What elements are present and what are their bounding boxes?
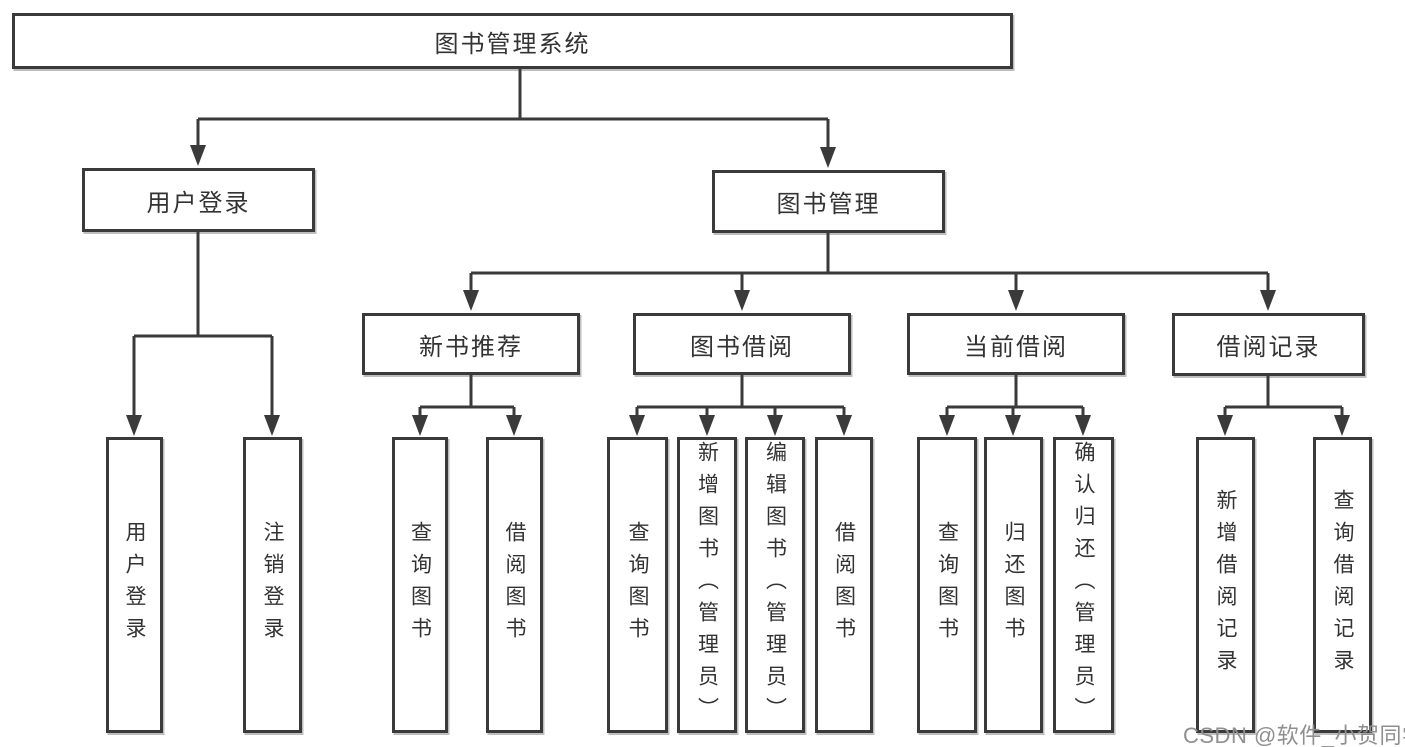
arrow-down-icon — [939, 415, 955, 436]
arrow-down-icon — [190, 145, 206, 166]
arrow-down-icon — [699, 415, 715, 436]
leaf-logout-label: 注销登录 — [261, 521, 285, 649]
arrow-down-icon — [836, 415, 852, 436]
node-current-borrow-label: 当前借阅 — [964, 333, 1068, 361]
leaf-bb-borrow-book: 借阅图书 — [815, 437, 873, 733]
leaf-user-login-label: 用户登录 — [123, 521, 147, 649]
arrow-down-icon — [1334, 415, 1350, 436]
connectors-current-borrow — [939, 375, 1091, 436]
node-book-mgmt-label: 图书管理 — [776, 191, 881, 218]
node-root-system-label: 图书管理系统 — [434, 30, 591, 58]
arrow-down-icon — [1008, 290, 1024, 311]
leaf-bb-add-book-admin-label: 新增图书（管理员） — [695, 441, 719, 729]
leaf-bb-borrow-book-label: 借阅图书 — [832, 521, 856, 649]
leaf-nbr-borrow-books: 借阅图书 — [486, 437, 543, 733]
node-book-borrow-label: 图书借阅 — [690, 333, 794, 361]
arrow-down-icon — [629, 415, 645, 436]
leaf-bb-add-book-admin: 新增图书（管理员） — [677, 437, 737, 733]
connectors-new-book-rec — [412, 375, 522, 436]
connectors-book-borrow — [629, 375, 852, 436]
arrow-down-icon — [734, 290, 750, 311]
leaf-cb-return-book: 归还图书 — [984, 437, 1043, 733]
arrow-down-icon — [506, 415, 522, 436]
leaf-br-add-record: 新增借阅记录 — [1196, 437, 1255, 733]
leaf-cb-confirm-return-admin: 确认归还（管理员） — [1053, 437, 1114, 733]
arrow-down-icon — [463, 290, 479, 311]
arrow-down-icon — [1260, 290, 1276, 311]
leaf-logout: 注销登录 — [243, 437, 302, 733]
arrow-down-icon — [820, 147, 836, 168]
node-borrow-records-label: 借阅记录 — [1216, 334, 1321, 361]
node-book-mgmt: 图书管理 — [712, 170, 945, 233]
node-root-system: 图书管理系统 — [12, 13, 1013, 69]
leaf-bb-edit-book-admin: 编辑图书（管理员） — [745, 437, 805, 733]
leaf-user-login: 用户登录 — [106, 437, 163, 733]
node-user-login-label: 用户登录 — [146, 189, 251, 217]
leaf-nbr-borrow-books-label: 借阅图书 — [503, 521, 527, 649]
arrow-down-icon — [412, 415, 428, 436]
connectors-borrow-records — [1217, 376, 1350, 436]
connectors-user-login — [126, 232, 280, 436]
leaf-cb-query-books: 查询图书 — [917, 437, 977, 733]
node-borrow-records: 借阅记录 — [1172, 313, 1365, 376]
leaf-cb-confirm-return-admin-label: 确认归还（管理员） — [1072, 441, 1096, 729]
leaf-bb-edit-book-admin-label: 编辑图书（管理员） — [763, 441, 787, 729]
leaf-bb-query-books-label: 查询图书 — [626, 521, 650, 649]
connectors-level2 — [463, 233, 1276, 311]
node-book-borrow: 图书借阅 — [633, 313, 851, 375]
connectors-level1 — [190, 69, 836, 168]
arrow-down-icon — [1075, 415, 1091, 436]
node-user-login: 用户登录 — [82, 168, 315, 232]
arrow-down-icon — [264, 415, 280, 436]
leaf-cb-query-books-label: 查询图书 — [935, 521, 959, 649]
arrow-down-icon — [126, 415, 142, 436]
leaf-br-query-record-label: 查询借阅记录 — [1331, 489, 1355, 681]
arrow-down-icon — [767, 415, 783, 436]
node-new-book-rec: 新书推荐 — [362, 313, 580, 375]
leaf-br-query-record: 查询借阅记录 — [1313, 437, 1372, 733]
arrow-down-icon — [1217, 415, 1233, 436]
arrow-down-icon — [1005, 415, 1021, 436]
leaf-nbr-query-books: 查询图书 — [392, 437, 448, 733]
csdn-watermark: CSDN @软件_小贺同学 — [1183, 723, 1405, 747]
node-new-book-rec-label: 新书推荐 — [419, 333, 523, 361]
leaf-br-add-record-label: 新增借阅记录 — [1214, 489, 1238, 681]
node-current-borrow: 当前借阅 — [907, 313, 1125, 375]
leaf-cb-return-book-label: 归还图书 — [1002, 521, 1026, 649]
leaf-nbr-query-books-label: 查询图书 — [408, 521, 432, 649]
leaf-bb-query-books: 查询图书 — [607, 437, 668, 733]
